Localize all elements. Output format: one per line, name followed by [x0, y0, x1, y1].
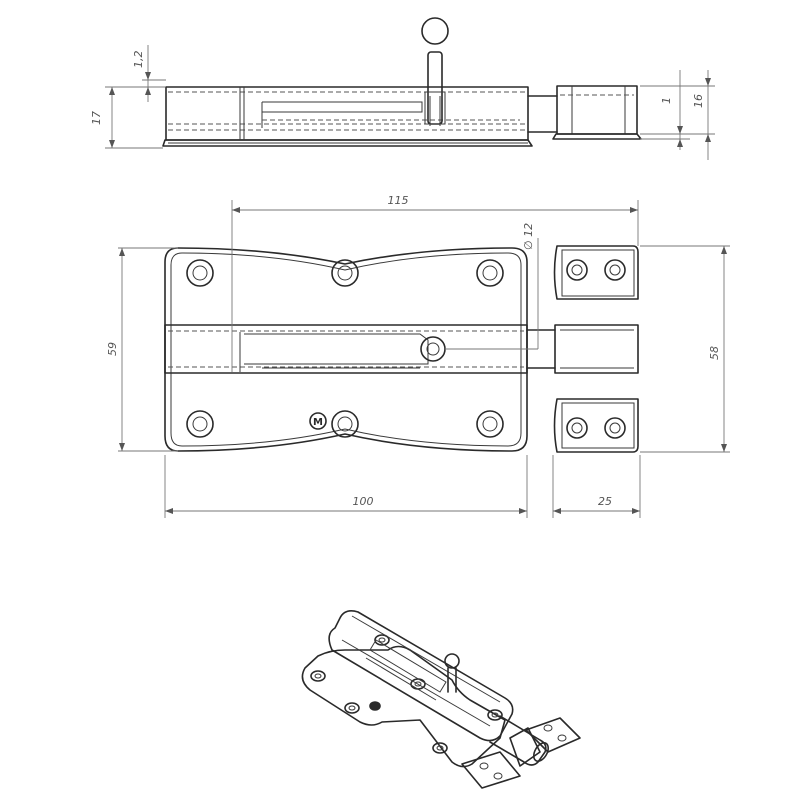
- screw-holes-plate: [186, 259, 504, 438]
- side-view-keeper: [552, 85, 642, 140]
- front-view-keeper: [553, 245, 639, 453]
- dim-top-right-height: 16: [692, 94, 705, 108]
- logo-text: M: [313, 417, 323, 428]
- dim-keeper-height: 58: [708, 346, 721, 360]
- iso-housing: [328, 610, 514, 742]
- side-view-handle: [421, 17, 449, 126]
- dim-overall-length: 115: [388, 194, 409, 207]
- front-view-knob: [420, 336, 446, 362]
- side-view-housing: [165, 86, 529, 141]
- iso-keeper: [461, 717, 581, 789]
- dim-plate-height: 59: [106, 342, 119, 356]
- dim-plate-width: 100: [353, 495, 374, 508]
- front-view-plate: [164, 247, 528, 452]
- dim-top-height: 17: [90, 111, 103, 125]
- dim-top-thickness: 1,2: [132, 51, 145, 69]
- dim-keeper-width: 25: [598, 495, 612, 508]
- logo-mark: [309, 412, 327, 430]
- iso-plate: [301, 645, 506, 768]
- front-view: M: [118, 200, 730, 518]
- isometric-view: [301, 610, 581, 789]
- front-view-slot: [239, 332, 429, 372]
- side-view: [105, 17, 715, 160]
- dim-knob-diameter: ∅ 12: [522, 223, 535, 250]
- dim-top-right-small: 1: [660, 97, 673, 104]
